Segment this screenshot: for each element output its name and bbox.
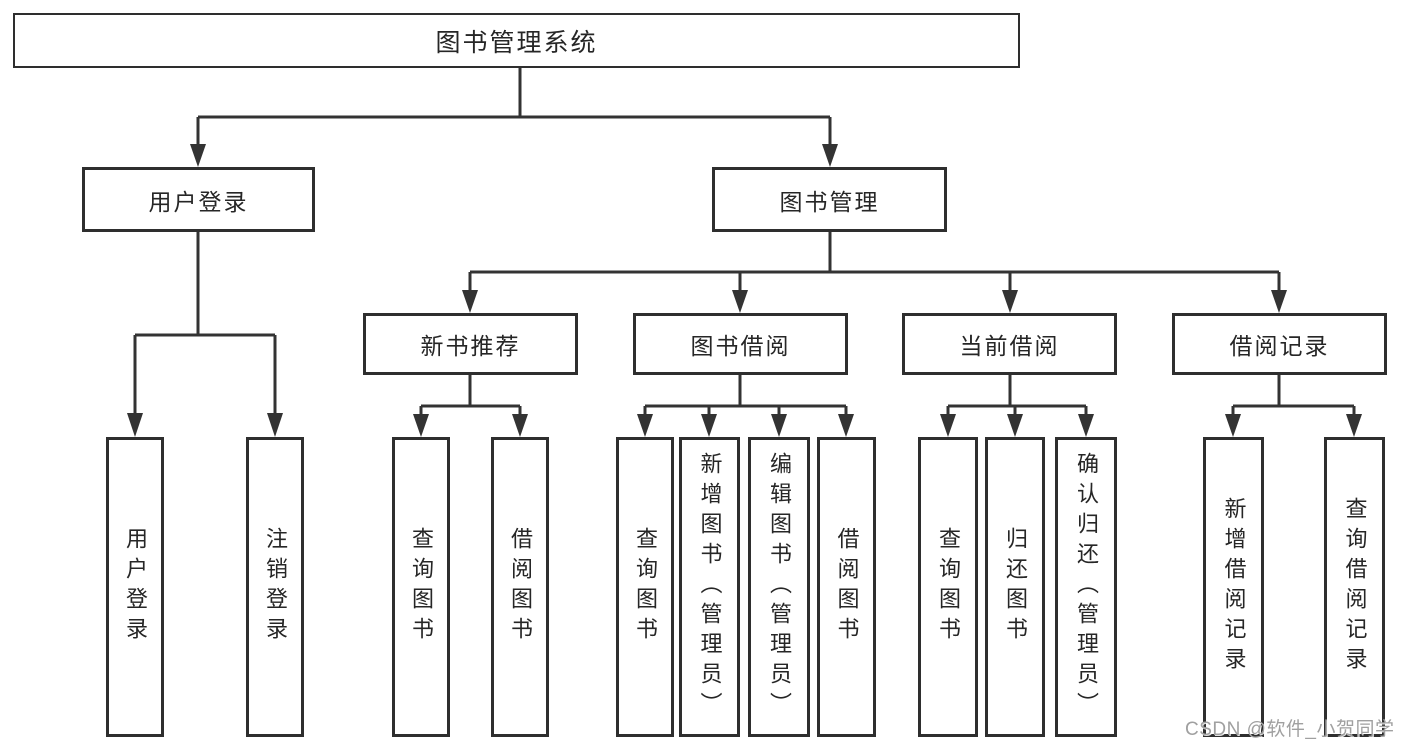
node-label: 新增借阅记录: [1221, 497, 1247, 677]
node-label: 图书借阅: [690, 333, 791, 359]
node-book-borrow: 图书借阅: [633, 313, 848, 375]
connector-borrow-record-children: [1225, 375, 1362, 437]
arrowhead: [822, 144, 838, 167]
arrowhead: [1271, 290, 1287, 313]
leaf-bb-query-books: 查询图书: [616, 437, 674, 737]
node-label: 查询借阅记录: [1342, 497, 1368, 677]
arrowhead: [1078, 414, 1094, 437]
node-label: 借阅记录: [1229, 333, 1330, 359]
arrowhead: [1002, 290, 1018, 313]
leaf-bb-add-books-admin: 新增图书（管理员）: [679, 437, 740, 737]
node-label: 新书推荐: [420, 333, 521, 359]
leaf-cb-return-books: 归还图书: [985, 437, 1045, 737]
node-label: 查询图书: [936, 527, 961, 647]
node-label: 查询图书: [409, 527, 434, 647]
node-root-library-system: 图书管理系统: [13, 13, 1020, 68]
leaf-br-add-borrow-record: 新增借阅记录: [1203, 437, 1264, 737]
node-label: 借阅图书: [508, 527, 533, 647]
connector-root-to-level1: [190, 68, 838, 167]
leaf-bb-borrow-books: 借阅图书: [817, 437, 876, 737]
node-label: 编辑图书（管理员）: [767, 452, 792, 722]
leaf-nb-query-books: 查询图书: [392, 437, 450, 737]
node-book-management: 图书管理: [712, 167, 947, 232]
arrowhead: [267, 413, 283, 437]
node-label: 归还图书: [1003, 527, 1028, 647]
leaf-br-query-borrow-record: 查询借阅记录: [1324, 437, 1385, 737]
arrowhead: [940, 414, 956, 437]
node-label: 借阅图书: [834, 527, 860, 647]
arrowhead: [838, 414, 854, 437]
arrowhead: [413, 414, 429, 437]
leaf-user-login: 用户登录: [106, 437, 164, 737]
node-user-login: 用户登录: [82, 167, 315, 232]
connector-current-borrow-children: [940, 375, 1094, 437]
arrowhead: [637, 414, 653, 437]
node-label: 确认归还（管理员）: [1074, 452, 1099, 722]
leaf-nb-borrow-books: 借阅图书: [491, 437, 549, 737]
arrowhead: [190, 144, 206, 167]
connector-book-borrow-children: [637, 375, 854, 437]
arrowhead: [462, 290, 478, 313]
arrowhead: [732, 290, 748, 313]
arrowhead: [701, 414, 717, 437]
arrowhead: [1346, 414, 1362, 437]
node-label: 用户登录: [123, 527, 148, 647]
leaf-cb-query-books: 查询图书: [918, 437, 978, 737]
node-label: 图书管理: [779, 188, 880, 215]
node-label: 当前借阅: [959, 333, 1060, 359]
node-new-book-recommend: 新书推荐: [363, 313, 578, 375]
node-label: 注销登录: [263, 527, 288, 647]
leaf-cb-confirm-return-admin: 确认归还（管理员）: [1055, 437, 1117, 737]
arrowhead: [1007, 414, 1023, 437]
arrowhead: [771, 414, 787, 437]
node-label: 新增图书（管理员）: [697, 452, 723, 722]
arrowhead: [512, 414, 528, 437]
connector-new-book-children: [413, 375, 528, 437]
node-label: 图书管理系统: [435, 28, 598, 57]
connector-user-login-children: [127, 232, 283, 437]
node-borrow-record: 借阅记录: [1172, 313, 1387, 375]
arrowhead: [1225, 414, 1241, 437]
node-label: 查询图书: [633, 527, 658, 647]
leaf-logout-login: 注销登录: [246, 437, 304, 737]
arrowhead: [127, 413, 143, 437]
node-current-borrow: 当前借阅: [902, 313, 1117, 375]
csdn-watermark: CSDN @软件_小贺同学: [1185, 719, 1395, 740]
connector-book-management-children: [462, 232, 1287, 313]
leaf-bb-edit-books-admin: 编辑图书（管理员）: [748, 437, 810, 737]
node-label: 用户登录: [148, 188, 249, 215]
